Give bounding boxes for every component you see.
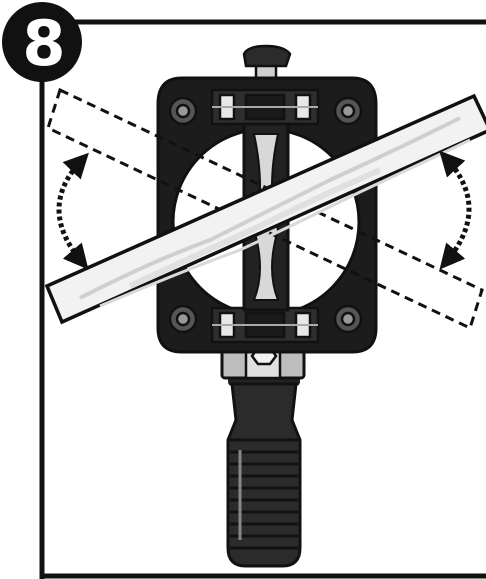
handle-grip	[226, 370, 302, 568]
bottom-slide-plate	[210, 306, 320, 344]
panel-frame	[39, 19, 486, 579]
rotate-right-icon	[439, 150, 472, 270]
corner-bolts	[168, 96, 363, 334]
top-slide-plate	[210, 88, 320, 126]
rotate-left-icon	[56, 152, 89, 270]
step-badge	[2, 2, 82, 82]
board-current	[44, 93, 486, 325]
